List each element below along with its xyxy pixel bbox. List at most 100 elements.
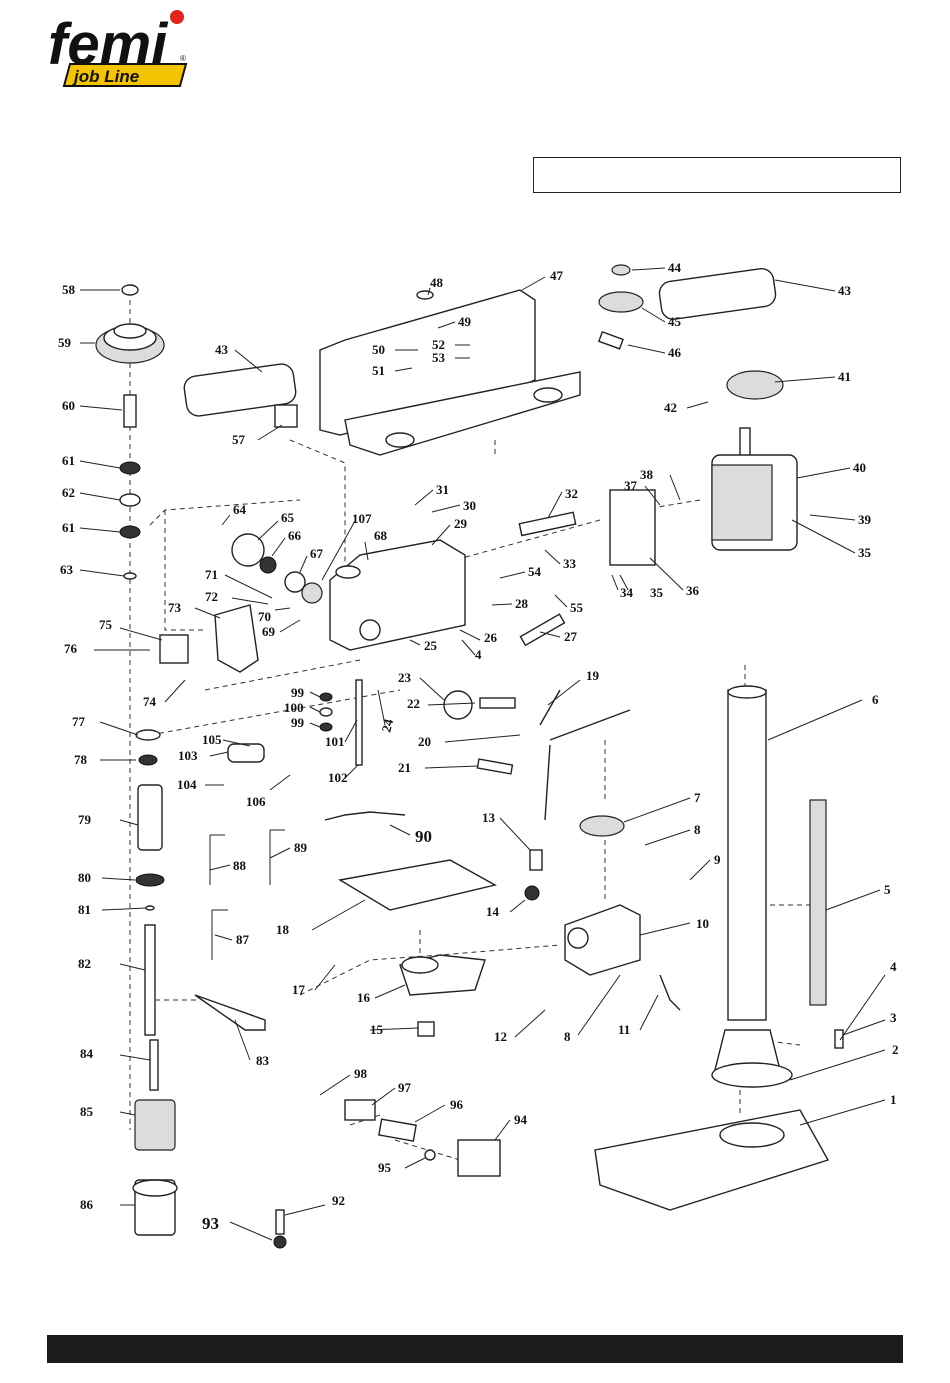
part-7-collar bbox=[579, 815, 625, 837]
label-7: 7 bbox=[694, 790, 701, 805]
part-27-lever bbox=[519, 613, 566, 647]
label-1: 1 bbox=[890, 1092, 897, 1107]
label-20: 20 bbox=[418, 734, 431, 749]
part-43-belt-left bbox=[183, 363, 297, 417]
label-39: 39 bbox=[858, 512, 872, 527]
label-19: 19 bbox=[586, 668, 600, 683]
part-18-table bbox=[338, 859, 497, 911]
part-84-arbor bbox=[149, 1039, 159, 1091]
label-53: 53 bbox=[432, 350, 446, 365]
label-13: 13 bbox=[482, 810, 496, 825]
label-49: 49 bbox=[458, 314, 472, 329]
motor-shaft bbox=[739, 427, 751, 459]
label-40: 40 bbox=[853, 460, 866, 475]
label-64: 64 bbox=[233, 502, 247, 517]
label-73: 73 bbox=[168, 600, 182, 615]
label-76: 76 bbox=[64, 641, 78, 656]
part-3-bolt bbox=[834, 1029, 844, 1049]
part-62-spacer bbox=[119, 493, 141, 507]
label-83: 83 bbox=[256, 1053, 270, 1068]
label-57: 57 bbox=[232, 432, 246, 447]
bracket-bore bbox=[567, 927, 589, 949]
part-67-washer bbox=[284, 571, 306, 593]
part-86-guard-rim bbox=[132, 1179, 178, 1197]
label-100: 100 bbox=[284, 700, 304, 715]
label-30: 30 bbox=[463, 498, 476, 513]
label-45: 45 bbox=[668, 314, 682, 329]
label-77: 77 bbox=[72, 714, 86, 729]
part-48-knob bbox=[416, 290, 434, 300]
label-66: 66 bbox=[288, 528, 302, 543]
label-14: 14 bbox=[486, 904, 500, 919]
label-15: 15 bbox=[370, 1022, 384, 1037]
label-60: 60 bbox=[62, 398, 75, 413]
label-52: 52 bbox=[432, 337, 445, 352]
part-63-circlip bbox=[123, 572, 137, 580]
label-84: 84 bbox=[80, 1046, 94, 1061]
label-75: 75 bbox=[99, 617, 113, 632]
label-67: 67 bbox=[310, 546, 324, 561]
label-90: 90 bbox=[415, 827, 432, 846]
part-61-bearing-top bbox=[119, 461, 141, 475]
part-44-nut bbox=[611, 264, 631, 276]
label-72: 72 bbox=[205, 589, 218, 604]
label-107: 107 bbox=[352, 511, 372, 526]
label-17: 17 bbox=[292, 982, 306, 997]
part-46-idler-arm bbox=[597, 330, 624, 350]
part-100-washer bbox=[319, 707, 333, 717]
part-82-spindle bbox=[144, 924, 156, 1036]
label-78: 78 bbox=[74, 752, 88, 767]
flange-rim bbox=[711, 1062, 793, 1088]
part-94-lamp bbox=[457, 1139, 501, 1177]
part-22-hub bbox=[479, 697, 516, 709]
label-87: 87 bbox=[236, 932, 250, 947]
label-50: 50 bbox=[372, 342, 385, 357]
part-99-nut-top bbox=[319, 692, 333, 702]
label-31: 31 bbox=[436, 482, 449, 497]
label-26: 26 bbox=[484, 630, 498, 645]
label-98: 98 bbox=[354, 1066, 368, 1081]
label-46: 46 bbox=[668, 345, 682, 360]
label-104: 104 bbox=[177, 777, 197, 792]
part-99-nut-bottom bbox=[319, 722, 333, 732]
label-2: 2 bbox=[892, 1042, 899, 1057]
part-1-base bbox=[594, 1109, 830, 1211]
part-45-center-pulley bbox=[598, 291, 644, 313]
label-5: 5 bbox=[884, 882, 891, 897]
parts-artwork bbox=[95, 264, 844, 1249]
part-29-head-casting bbox=[329, 539, 466, 651]
label-61b: 61 bbox=[62, 520, 75, 535]
label-99a: 99 bbox=[291, 685, 305, 700]
model-number-box bbox=[533, 157, 901, 193]
label-88: 88 bbox=[233, 858, 247, 873]
part-77-ring bbox=[135, 729, 161, 741]
leader-lines bbox=[79, 267, 886, 1241]
footer-bar bbox=[47, 1335, 903, 1363]
label-43a: 43 bbox=[215, 342, 229, 357]
label-22: 22 bbox=[407, 696, 420, 711]
label-32: 32 bbox=[565, 486, 578, 501]
label-92: 92 bbox=[332, 1193, 345, 1208]
part-96-lamp-arm bbox=[378, 1118, 417, 1142]
part-97-lamp-bracket bbox=[344, 1099, 376, 1121]
part-95-screw bbox=[424, 1149, 436, 1161]
part-103-collar bbox=[227, 743, 265, 763]
cover-hole-right bbox=[533, 387, 563, 403]
part-93-nut bbox=[273, 1235, 287, 1249]
label-94: 94 bbox=[514, 1112, 528, 1127]
label-68: 68 bbox=[374, 528, 388, 543]
label-41: 41 bbox=[838, 369, 851, 384]
label-101: 101 bbox=[325, 734, 345, 749]
label-3: 3 bbox=[890, 1010, 897, 1025]
label-103: 103 bbox=[178, 748, 198, 763]
part-32-shaft bbox=[518, 511, 577, 537]
label-59: 59 bbox=[58, 335, 72, 350]
part-75-switch bbox=[159, 634, 189, 664]
head-quill-bore bbox=[335, 565, 361, 579]
part-60-spline-sleeve bbox=[123, 394, 137, 428]
part-88-hex-key bbox=[209, 834, 225, 885]
label-21: 21 bbox=[398, 760, 411, 775]
label-65: 65 bbox=[281, 510, 295, 525]
label-18: 18 bbox=[276, 922, 290, 937]
